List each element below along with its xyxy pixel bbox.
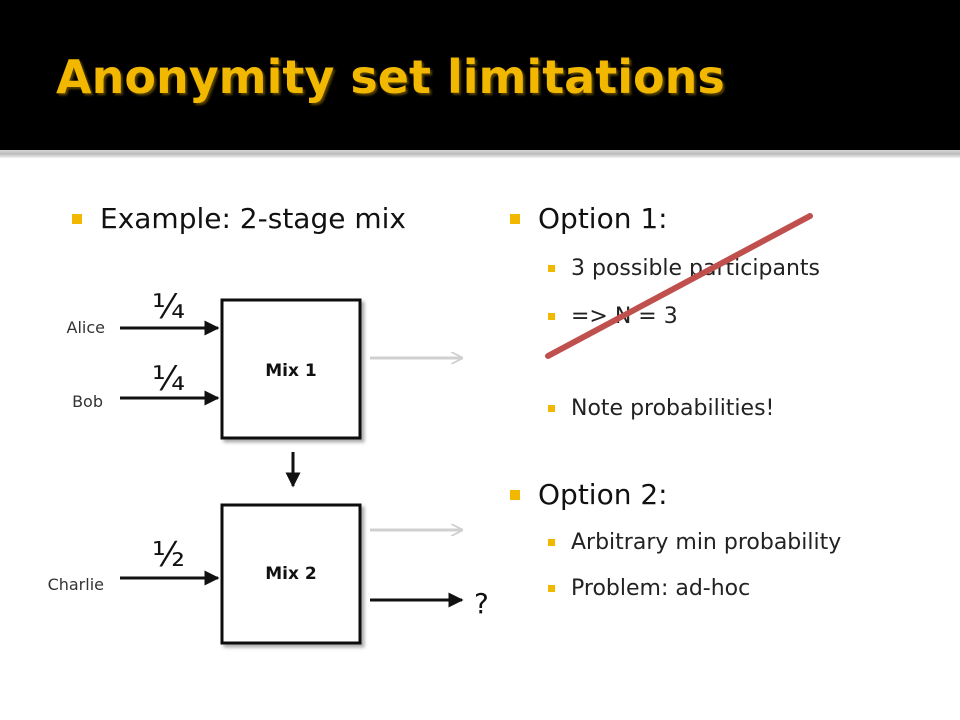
bullet-square-icon bbox=[510, 213, 520, 224]
mix-1-box bbox=[220, 298, 362, 440]
option-1-item-text: 3 possible participants bbox=[571, 256, 820, 281]
option-2-heading: Option 2: bbox=[538, 478, 668, 511]
option-1-item-text: => N = 3 bbox=[571, 304, 678, 329]
strike-through-option-1 bbox=[545, 213, 813, 359]
bullet-square-icon bbox=[548, 313, 555, 320]
bullet-square-icon bbox=[510, 489, 520, 500]
probability-label-charlie: ½ bbox=[152, 535, 185, 575]
sender-label-bob: Bob bbox=[72, 392, 103, 411]
title-divider bbox=[0, 150, 960, 158]
bullet-example-text: Example: 2-stage mix bbox=[100, 202, 406, 235]
bullet-example: Example: 2-stage mix bbox=[72, 202, 406, 235]
sender-label-charlie: Charlie bbox=[48, 575, 104, 594]
option-2-item-text: Arbitrary min probability bbox=[571, 530, 842, 555]
option-2-item: Arbitrary min probability bbox=[548, 530, 841, 555]
bullet-option-2: Option 2: bbox=[510, 478, 668, 511]
bullet-square-icon bbox=[548, 585, 555, 592]
bullet-option-1: Option 1: bbox=[510, 202, 668, 235]
option-1-heading: Option 1: bbox=[538, 202, 668, 235]
probability-label-alice: ¼ bbox=[152, 287, 185, 327]
option-1-item-text: Note probabilities! bbox=[571, 396, 775, 421]
probability-label-bob: ¼ bbox=[152, 359, 185, 399]
bullet-square-icon bbox=[548, 405, 555, 412]
mix-2-label: Mix 2 bbox=[265, 564, 316, 584]
sender-label-alice: Alice bbox=[67, 318, 105, 337]
option-2-item: Problem: ad-hoc bbox=[548, 576, 750, 601]
title-bar: Anonymity set limitations bbox=[0, 0, 960, 150]
mix-1-label: Mix 1 bbox=[265, 361, 316, 381]
option-1-item: => N = 3 bbox=[548, 304, 678, 329]
slide-title: Anonymity set limitations bbox=[56, 50, 725, 104]
bullet-square-icon bbox=[548, 265, 555, 272]
mix-2-box bbox=[220, 503, 362, 645]
bullet-square-icon bbox=[72, 213, 82, 224]
bullet-square-icon bbox=[548, 539, 555, 546]
option-1-item: 3 possible participants bbox=[548, 256, 820, 281]
output-question-mark: ? bbox=[474, 587, 489, 620]
option-2-item-text: Problem: ad-hoc bbox=[571, 576, 751, 601]
option-1-item: Note probabilities! bbox=[548, 396, 774, 421]
